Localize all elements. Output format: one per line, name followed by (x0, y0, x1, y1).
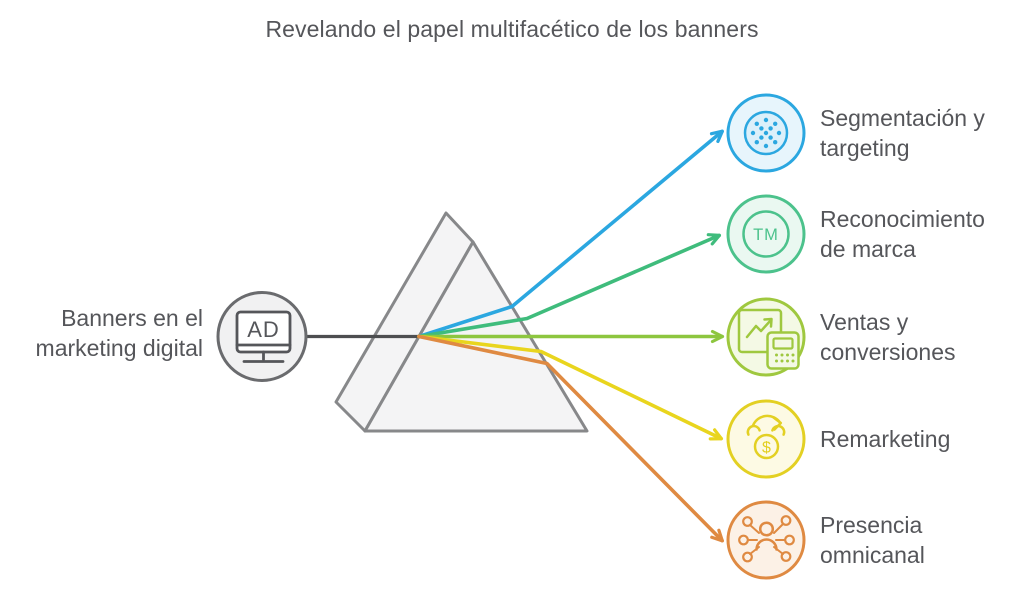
beam-to-reconocimiento (417, 233, 722, 339)
output-label-reconocimiento: Reconocimiento de marca (820, 200, 1024, 268)
calculator-keys (775, 353, 795, 363)
source-label-line1: Banners en el (61, 305, 203, 331)
ad-label: AD (247, 317, 280, 342)
person-shoulders (755, 538, 778, 551)
left-orbit-hook (746, 424, 761, 436)
output-label-line1: Ventas y (820, 309, 909, 335)
network-hub-icon (726, 500, 806, 580)
chart-calculator-icon (726, 297, 806, 377)
output-circle-remarketing (726, 399, 806, 479)
output-label-line1: Remarketing (820, 426, 951, 452)
output-label-line1: Segmentación y (820, 105, 985, 131)
source-label-line2: marketing digital (35, 335, 203, 361)
hub-nodes (738, 515, 795, 563)
output-label-remarketing: Remarketing (820, 405, 1024, 473)
beam-to-segmentacion (417, 129, 724, 339)
trend-arrow-head (763, 317, 773, 328)
output-label-line1: Reconocimiento (820, 206, 985, 232)
coin-circle (753, 433, 780, 460)
output-label-line2: conversiones (820, 339, 956, 365)
output-label-line2: targeting (820, 135, 910, 161)
beam-to-omnicanal (417, 334, 724, 543)
ad-monitor-icon (235, 310, 292, 363)
dollar-sign: $ (762, 440, 771, 457)
calculator-screen (772, 337, 794, 350)
output-label-ventas: Ventas y conversiones (820, 303, 1024, 371)
person-head (758, 521, 775, 537)
output-label-line1: Presencia (820, 512, 923, 538)
output-label-line2: omnicanal (820, 542, 925, 568)
page-title: Revelando el papel multifacético de los … (265, 16, 759, 42)
chart-frame (737, 308, 783, 354)
output-circle-reconocimiento (726, 194, 806, 274)
trademark-icon: TM (726, 194, 806, 274)
output-label-line2: de marca (820, 236, 916, 262)
source-node: AD (216, 291, 308, 382)
beam-to-remarketing (417, 334, 724, 441)
halftone-dots (750, 117, 782, 149)
right-orbit-hook (771, 424, 786, 436)
halftone-dots-icon (726, 93, 806, 173)
hub-links (747, 523, 786, 555)
output-label-segmentacion: Segmentación y targeting (820, 99, 1024, 167)
trademark-inner-circle (742, 210, 790, 258)
source-label: Banners en el marketing digital (0, 303, 203, 363)
money-refresh-icon: $ (726, 399, 806, 479)
output-label-omnicanal: Presencia omnicanal (820, 506, 1024, 574)
trademark-text: TM (753, 226, 779, 244)
calculator-body (766, 331, 800, 370)
trend-arrow-line (745, 318, 773, 339)
beams (417, 129, 725, 543)
